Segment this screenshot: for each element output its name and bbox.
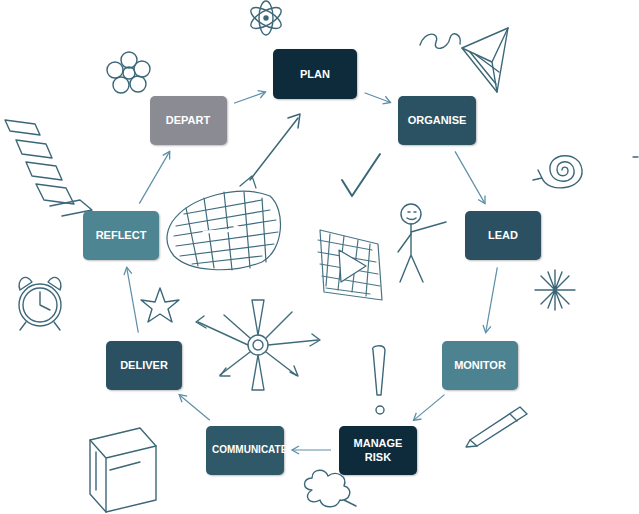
spark-doodle <box>535 270 575 310</box>
process-box: DEPART <box>150 96 227 145</box>
box-label: DEPART <box>166 113 210 127</box>
check-doodle <box>342 154 380 196</box>
flow-arrow <box>292 449 331 450</box>
flow-arrow <box>179 395 210 421</box>
box-label: ORGANISE <box>408 113 467 127</box>
process-box: REFLECT <box>83 211 159 260</box>
flow-arrow <box>486 267 498 332</box>
process-box: LEAD <box>465 211 541 260</box>
star-doodle <box>141 288 179 322</box>
process-box: DELIVER <box>106 341 182 390</box>
compass-doodle <box>196 300 320 390</box>
process-box: COMMUNICATE <box>206 426 284 475</box>
box-label: PLAN <box>300 67 330 81</box>
cube-doodle <box>90 428 156 512</box>
process-box: MANAGE RISK <box>339 426 417 475</box>
pen-doodle <box>466 407 527 447</box>
box-label: DELIVER <box>120 358 168 372</box>
flow-arrow <box>414 395 445 421</box>
paper-plane-doodle <box>462 28 508 92</box>
atom-doodle <box>248 1 284 35</box>
stick-figure-doodle <box>398 204 446 282</box>
flow-arrow <box>365 93 391 103</box>
flow-arrow <box>127 267 139 332</box>
process-box: MONITOR <box>442 341 518 390</box>
box-label: MANAGE RISK <box>345 436 411 464</box>
alarm-clock-doodle <box>19 277 61 330</box>
spiral-doodle <box>533 156 582 188</box>
squiggle-doodle <box>420 34 460 49</box>
flow-arrow <box>234 92 266 103</box>
box-label: MONITOR <box>454 358 506 372</box>
cloud-doodle <box>305 470 357 507</box>
sheets-doodle <box>5 120 92 216</box>
flower-doodle <box>107 52 150 93</box>
play-scribble-doodle <box>318 230 382 300</box>
flow-arrow <box>139 151 169 203</box>
box-label: COMMUNICATE <box>212 443 278 457</box>
flow-arrow <box>455 151 485 203</box>
process-box: PLAN <box>273 49 357 99</box>
dash-doodle <box>633 156 638 157</box>
process-box: ORGANISE <box>398 96 476 145</box>
box-label: REFLECT <box>96 228 147 242</box>
box-label: LEAD <box>488 228 518 242</box>
exclamation-doodle <box>373 346 385 414</box>
